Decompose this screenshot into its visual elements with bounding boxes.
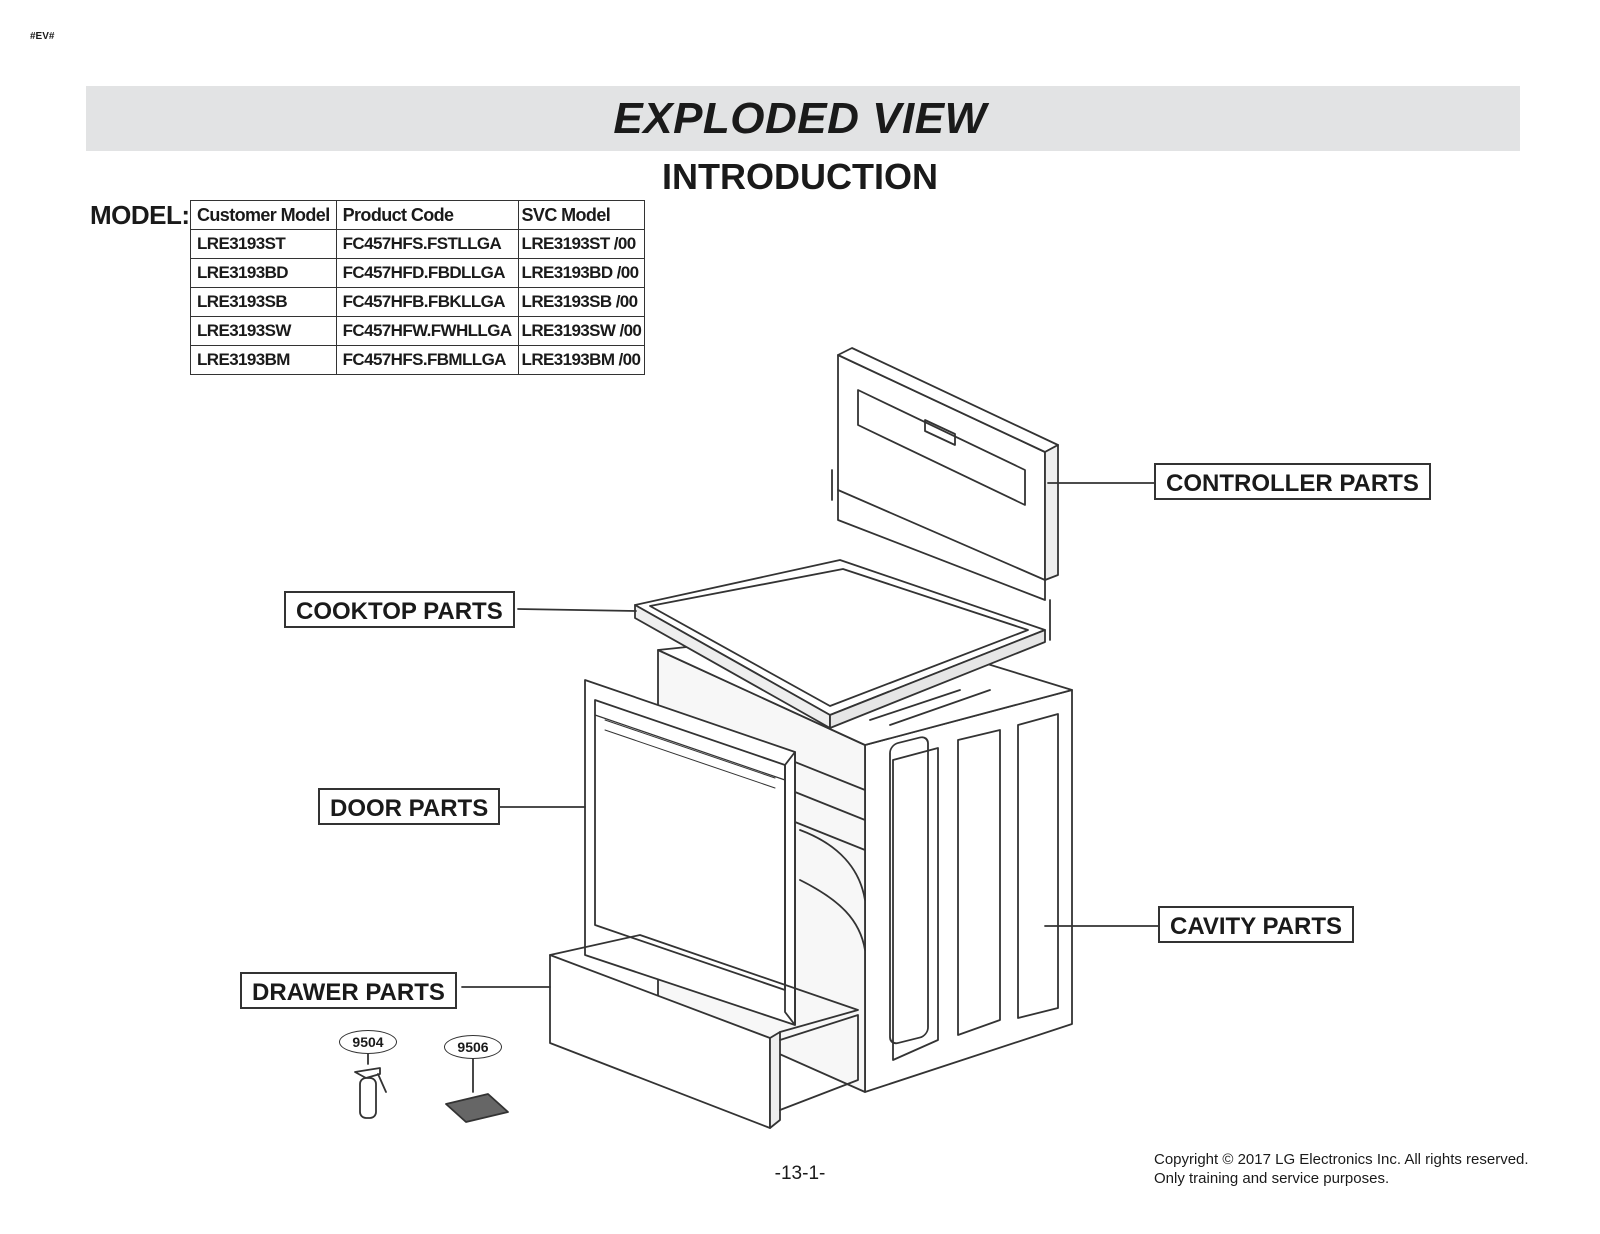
copyright-line: Copyright © 2017 LG Electronics Inc. All… xyxy=(1154,1151,1529,1168)
table-cell: LRE3193BD xyxy=(190,258,337,288)
table-header-row: Customer Model Product Code SVC Model xyxy=(190,200,646,230)
table-row: LRE3193BD FC457HFD.FBDLLGA LRE3193BD /00 xyxy=(190,258,646,288)
table-cell: LRE3193BM /00 xyxy=(517,345,646,375)
model-table: Customer Model Product Code SVC Model LR… xyxy=(190,200,646,375)
part-number-pad: 9506 xyxy=(444,1035,502,1059)
table-cell: LRE3193BM xyxy=(190,345,337,375)
table-cell: FC457HFW.FWHLLGA xyxy=(335,316,519,346)
table-cell: FC457HFS.FSTLLGA xyxy=(335,229,519,259)
copyright-line: Only training and service purposes. xyxy=(1154,1170,1390,1187)
cooktop-illustration xyxy=(634,559,1046,729)
table-row: LRE3193BM FC457HFS.FBMLLGA LRE3193BM /00 xyxy=(190,345,646,375)
page-title: EXPLODED VIEW xyxy=(613,94,987,143)
table-cell: FC457HFB.FBKLLGA xyxy=(335,287,519,317)
table-cell: LRE3193ST xyxy=(190,229,337,259)
controller-illustration xyxy=(831,347,1059,641)
sprayer-illustration xyxy=(354,1051,387,1119)
column-header: SVC Model xyxy=(517,200,646,230)
title-banner xyxy=(86,86,1520,151)
drawer-parts-label: DRAWER PARTS xyxy=(240,972,457,1009)
table-row: LRE3193ST FC457HFS.FSTLLGA LRE3193ST /00 xyxy=(190,229,646,259)
column-header: Customer Model xyxy=(190,200,337,230)
table-cell: FC457HFD.FBDLLGA xyxy=(335,258,519,288)
cavity-parts-label: CAVITY PARTS xyxy=(1158,906,1355,943)
drawer-illustration xyxy=(549,934,859,1129)
table-cell: LRE3193SB /00 xyxy=(517,287,646,317)
door-parts-label: DOOR PARTS xyxy=(318,788,501,825)
page-number: -13-1- xyxy=(774,1163,826,1184)
copyright-notice: Copyright © 2017 LG Electronics Inc. All… xyxy=(1154,1150,1529,1188)
column-header: Product Code xyxy=(335,200,519,230)
cooktop-parts-label: COOKTOP PARTS xyxy=(284,591,515,628)
table-cell: LRE3193ST /00 xyxy=(517,229,646,259)
door-illustration xyxy=(584,679,796,1026)
table-cell: LRE3193SB xyxy=(190,287,337,317)
table-cell: LRE3193SW xyxy=(190,316,337,346)
page-tag: #EV# xyxy=(30,31,55,42)
part-number-sprayer: 9504 xyxy=(339,1030,397,1054)
controller-parts-label: CONTROLLER PARTS xyxy=(1154,463,1431,500)
table-row: LRE3193SW FC457HFW.FWHLLGA LRE3193SW /00 xyxy=(190,316,646,346)
model-label: MODEL: xyxy=(90,200,190,230)
table-row: LRE3193SB FC457HFB.FBKLLGA LRE3193SB /00 xyxy=(190,287,646,317)
pad-illustration xyxy=(445,1056,509,1123)
table-cell: LRE3193SW /00 xyxy=(517,316,646,346)
page-subtitle: INTRODUCTION xyxy=(662,156,938,197)
table-cell: FC457HFS.FBMLLGA xyxy=(335,345,519,375)
